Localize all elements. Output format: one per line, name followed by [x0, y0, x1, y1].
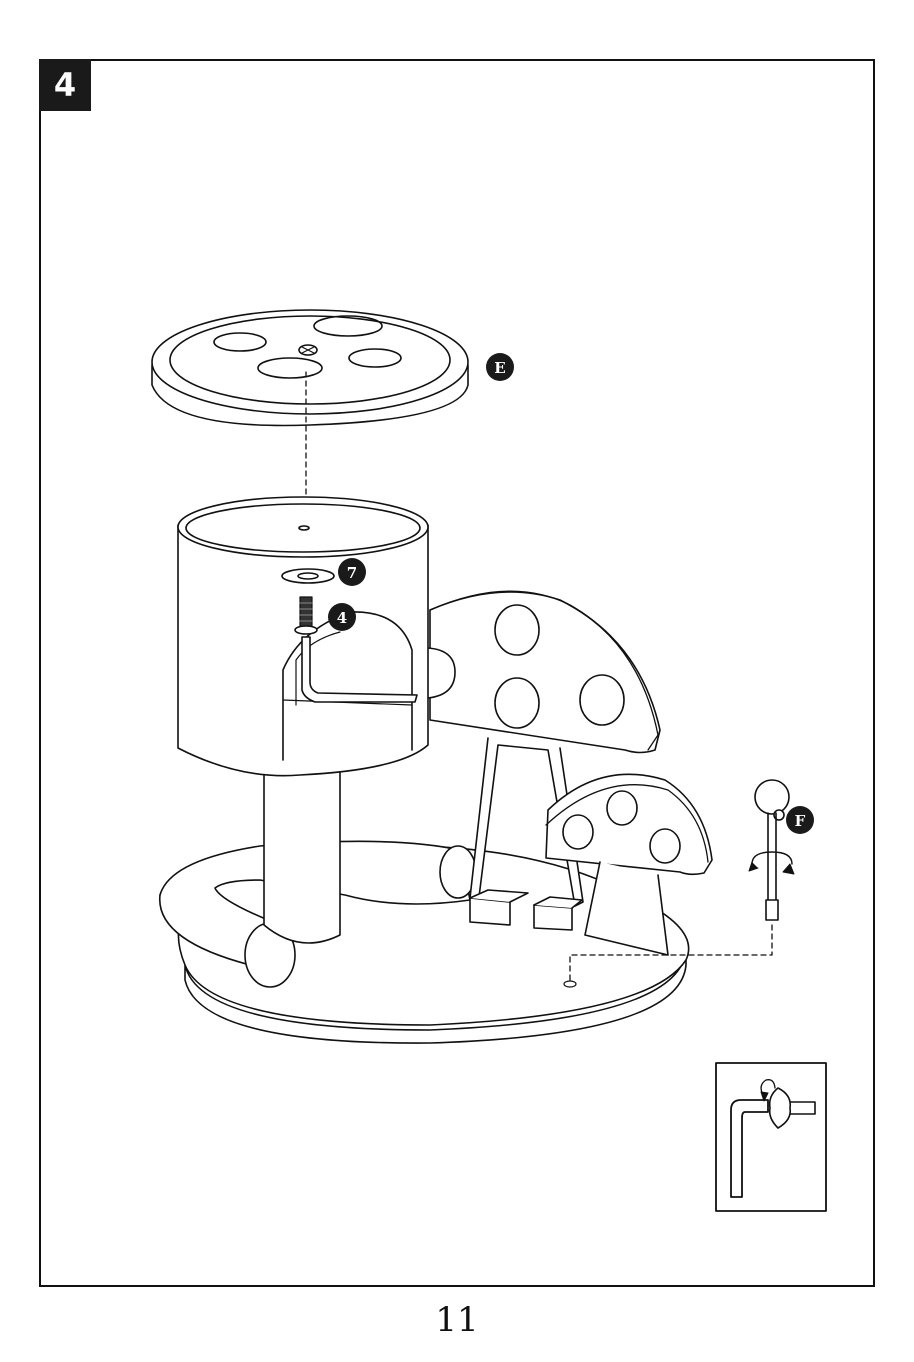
top-platform-e: [152, 310, 468, 426]
callout-4: 4: [328, 603, 356, 631]
svg-text:4: 4: [337, 609, 347, 627]
callout-e: E: [486, 353, 514, 381]
page-number: 11: [0, 1300, 914, 1340]
rotate-arrow-icon: [752, 852, 792, 864]
washer-7: [282, 569, 334, 583]
svg-text:7: 7: [347, 564, 357, 582]
tool-f: [749, 780, 794, 920]
callout-7: 7: [338, 558, 366, 586]
svg-text:E: E: [494, 359, 505, 377]
allen-key-detail-inset: [716, 1063, 826, 1211]
callout-f: F: [786, 806, 814, 834]
svg-text:F: F: [795, 812, 806, 830]
center-post: [264, 770, 340, 943]
